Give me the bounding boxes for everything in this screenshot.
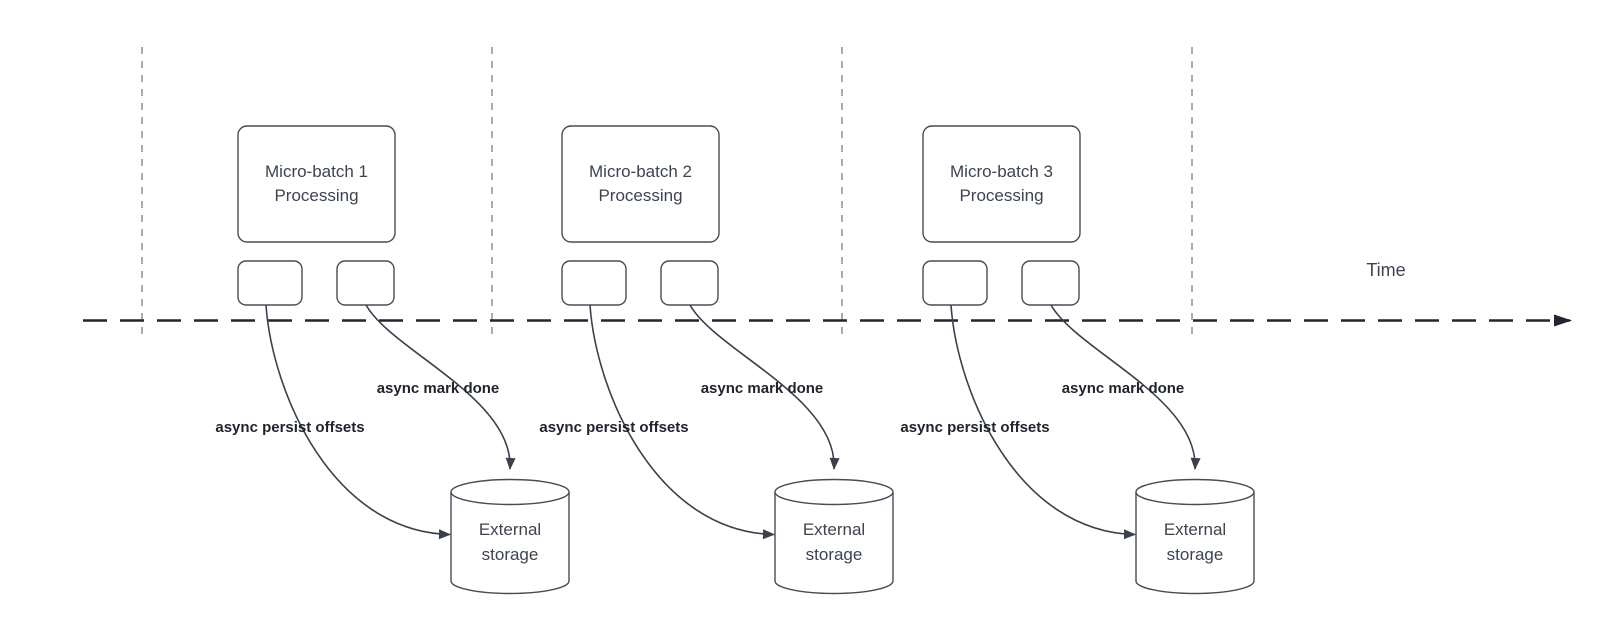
batch-3-group xyxy=(922,125,1255,595)
persist-offsets-node xyxy=(922,260,988,306)
persist-offsets-arrow xyxy=(950,304,1136,540)
mark-done-node xyxy=(336,260,395,306)
persist-offsets-arrow xyxy=(265,304,451,540)
storage-cylinder-top xyxy=(1135,478,1255,506)
micro-batch-processing-box xyxy=(561,125,720,243)
batch-2-group xyxy=(561,125,894,595)
persist-offsets-arrow xyxy=(589,304,775,540)
batch-1-group xyxy=(237,125,570,595)
storage-cylinder-body xyxy=(450,492,570,595)
mark-done-arrow xyxy=(365,304,516,470)
persist-offsets-node xyxy=(561,260,627,306)
persist-offsets-node xyxy=(237,260,303,306)
micro-batch-processing-box xyxy=(922,125,1081,243)
micro-batch-processing-box xyxy=(237,125,396,243)
storage-cylinder-top xyxy=(450,478,570,506)
mark-done-node xyxy=(660,260,719,306)
mark-done-arrow xyxy=(1050,304,1201,470)
mark-done-node xyxy=(1021,260,1080,306)
storage-cylinder-body xyxy=(774,492,894,595)
mark-done-arrow xyxy=(689,304,840,470)
storage-cylinder-body xyxy=(1135,492,1255,595)
batch-interval-guides xyxy=(141,47,1193,340)
storage-cylinder-top xyxy=(774,478,894,506)
